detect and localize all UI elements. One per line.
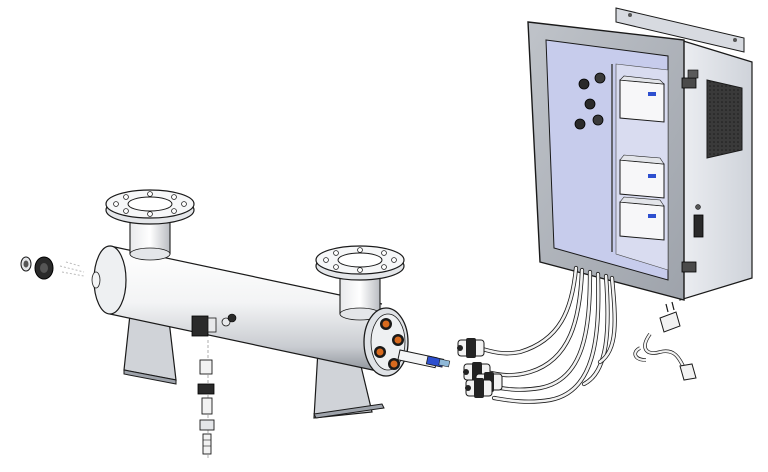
cable-gland	[574, 118, 586, 130]
cable-gland	[578, 78, 590, 90]
reactor-vessel	[91, 189, 451, 419]
ballast-module	[619, 75, 665, 123]
cable	[483, 267, 585, 378]
cord-plug	[659, 311, 681, 333]
vessel-body	[110, 246, 382, 372]
ballast-module	[619, 196, 665, 241]
uv-lamp-sleeve	[397, 349, 451, 369]
power-switch	[693, 214, 704, 238]
indicator-light	[695, 204, 701, 210]
control-enclosure	[527, 7, 753, 301]
lamp-socket	[388, 358, 400, 370]
mounting-hole	[733, 38, 737, 42]
drain-fitting-exploded	[20, 256, 85, 280]
ballast-module	[619, 154, 665, 199]
door-hinge	[681, 77, 697, 89]
power-cord	[633, 301, 697, 381]
cable-gland	[592, 114, 604, 126]
vent-grille	[706, 79, 743, 159]
cable	[487, 269, 593, 392]
lamp-socket	[380, 318, 392, 330]
lamp-connector	[465, 378, 493, 398]
uv-sensor	[191, 313, 237, 337]
cable-gland	[594, 72, 606, 84]
mounting-hole	[628, 13, 632, 17]
cord-connector	[679, 363, 697, 381]
lamp-connector	[457, 338, 485, 358]
mounting-tab-top	[615, 7, 745, 53]
cable-bundle	[475, 265, 617, 404]
lamp-connectors	[457, 338, 503, 398]
lamp-socket	[392, 334, 404, 346]
cable	[475, 265, 579, 356]
door-hinge	[687, 69, 699, 79]
door-hinge	[681, 261, 697, 273]
lamp-socket	[374, 346, 386, 358]
drain-valve-assembly	[197, 340, 215, 458]
cable-gland	[584, 98, 596, 110]
